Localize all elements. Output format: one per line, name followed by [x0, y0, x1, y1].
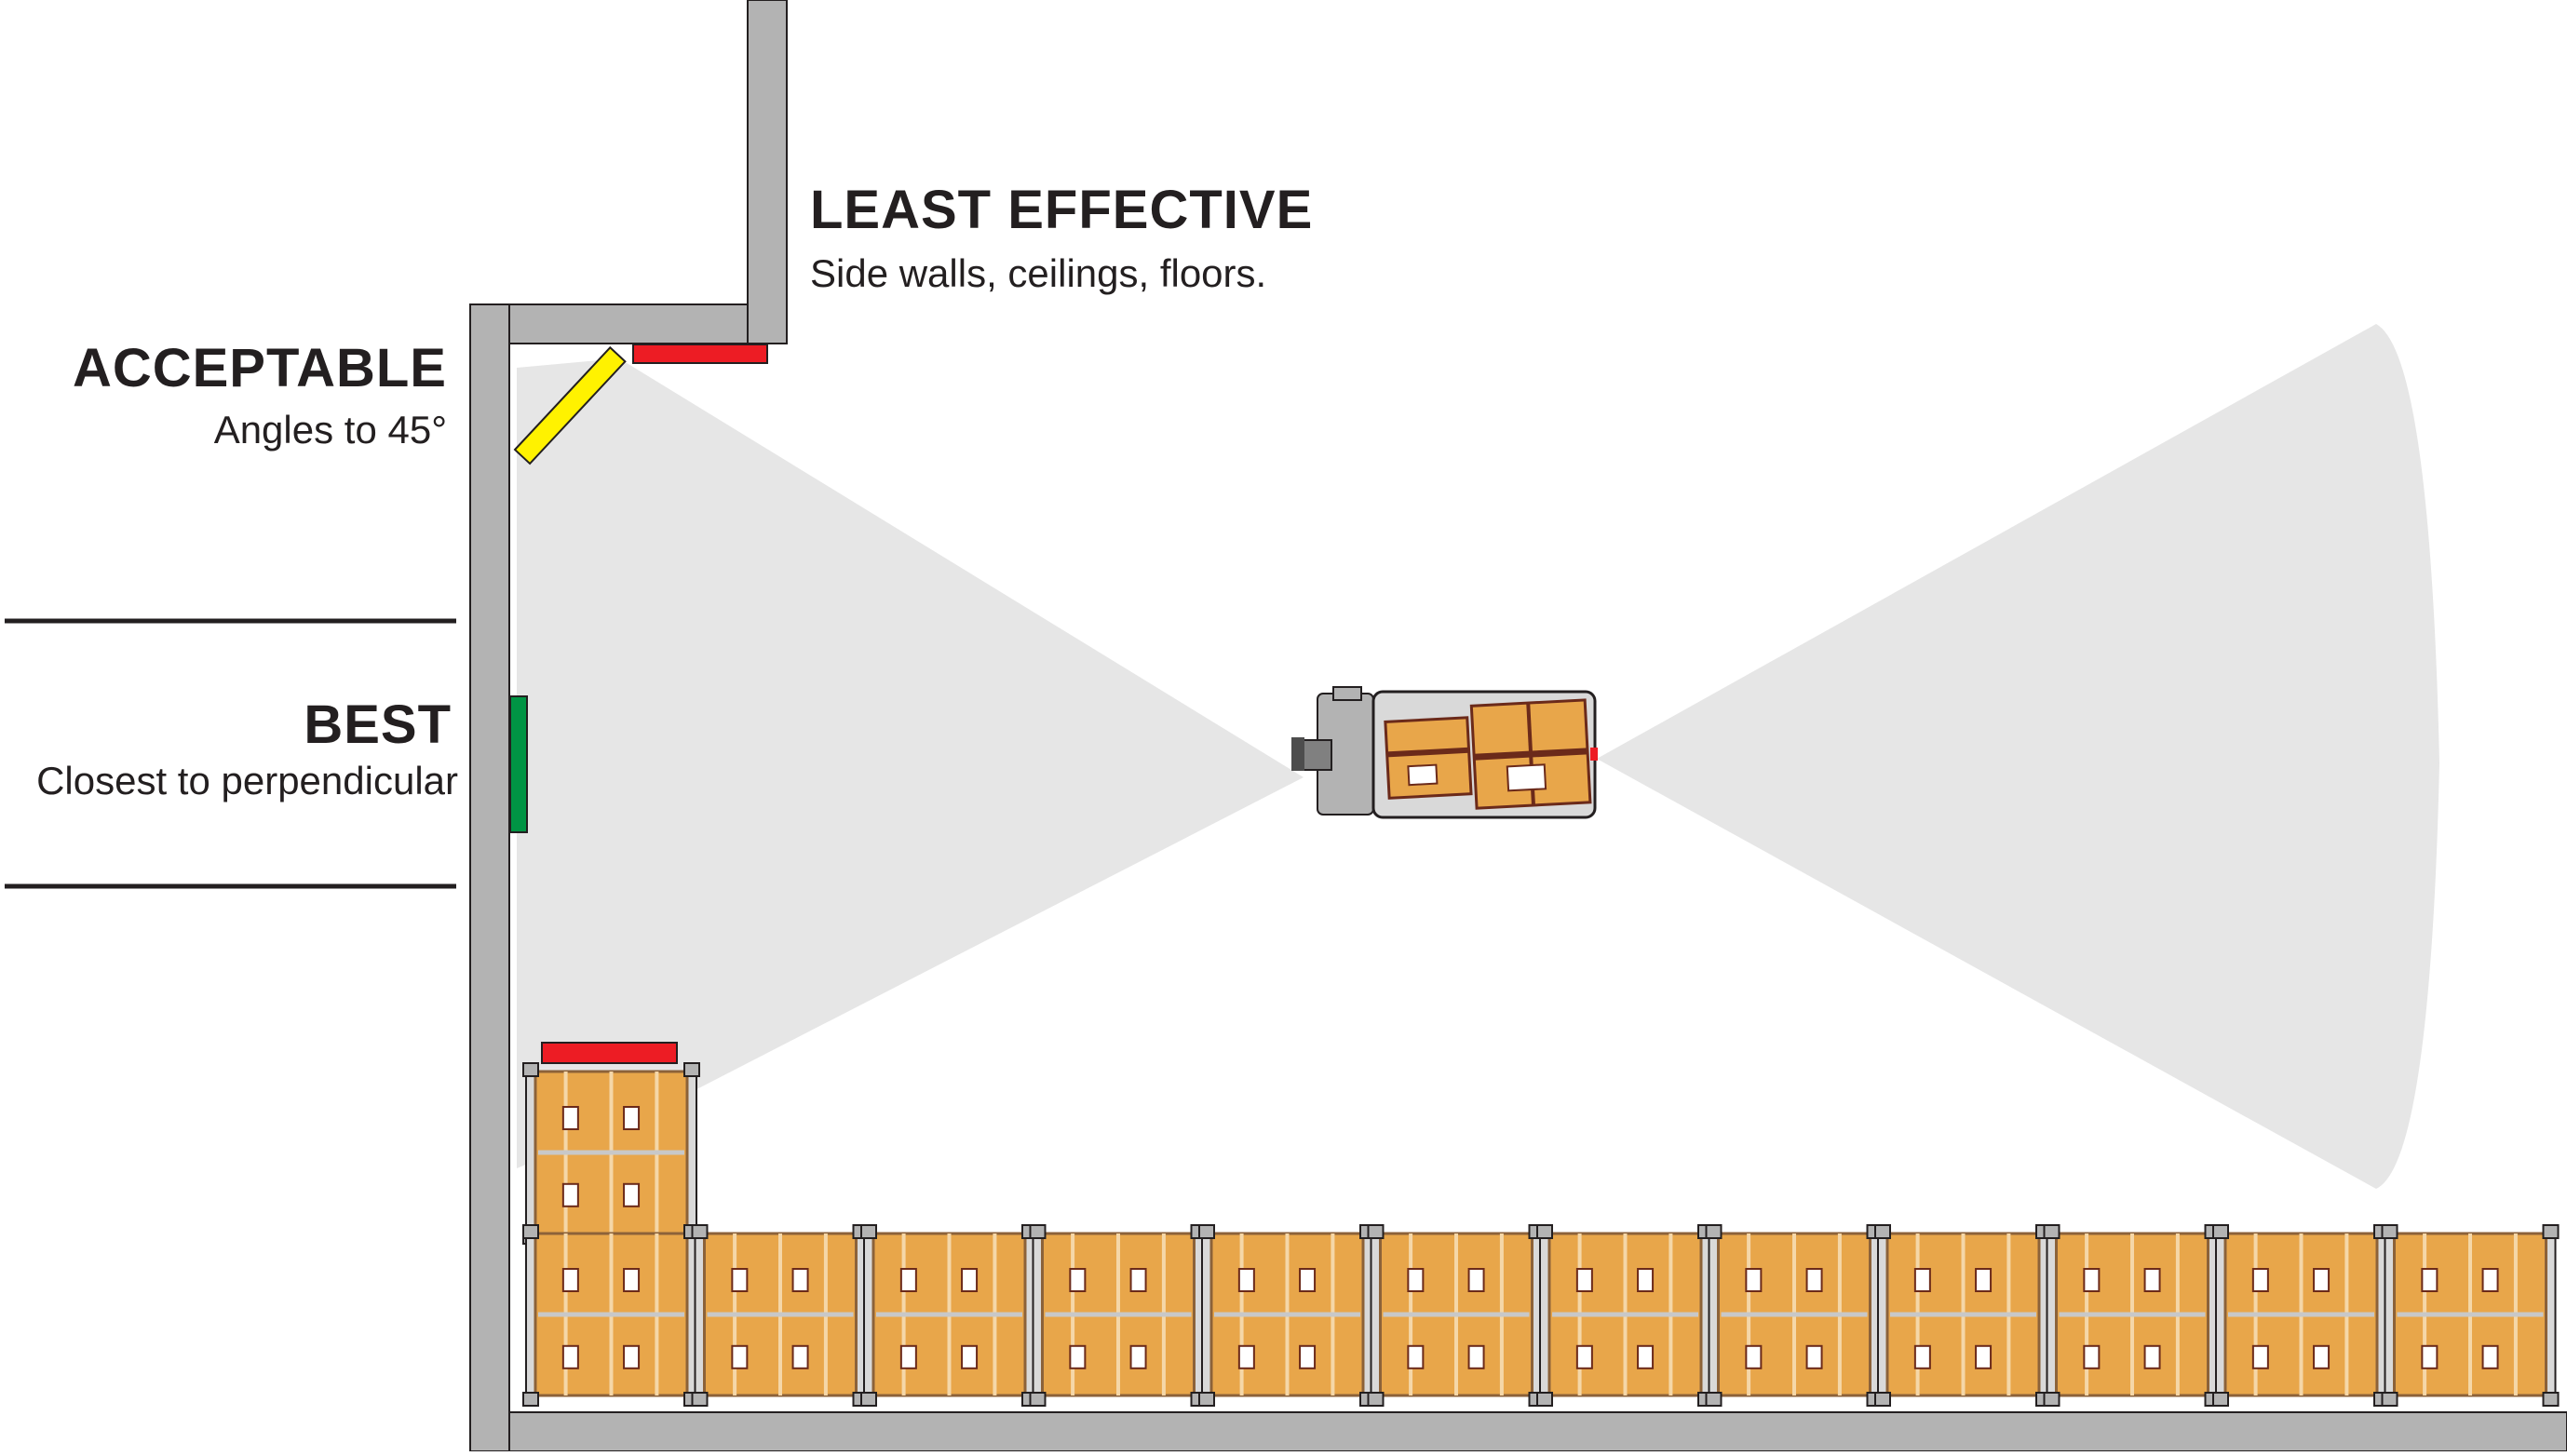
- reflector-acceptable-angled: [513, 345, 627, 465]
- left-beam-cone: [517, 358, 1304, 1168]
- rack-bottom: [1705, 1224, 1884, 1407]
- acceptable-title: ACCEPTABLE: [72, 338, 447, 398]
- best-desc: Closest to perpendicular: [36, 759, 458, 802]
- rack-bottom: [1029, 1224, 1208, 1407]
- ceiling-wall: [508, 303, 788, 344]
- rack-bottom: [860, 1224, 1038, 1407]
- least-effective-desc: Side walls, ceilings, floors.: [810, 251, 1267, 295]
- right-beam-cone: [1597, 324, 2439, 1189]
- acceptable-desc: Angles to 45°: [213, 408, 447, 452]
- pallet-racks: [522, 1062, 2560, 1407]
- rack-bottom: [1198, 1224, 1376, 1407]
- rack-bottom: [691, 1224, 870, 1407]
- forklift-vehicle: [1291, 686, 1598, 819]
- rack-bottom: [2043, 1224, 2222, 1407]
- floor: [508, 1411, 2567, 1452]
- reflector-best-perpendicular: [509, 695, 528, 833]
- rack-bottom: [1874, 1224, 2052, 1407]
- upper-wall: [747, 0, 788, 344]
- reflector-least-effective-shelf: [541, 1042, 678, 1064]
- rack-bottom: [522, 1224, 700, 1407]
- rack-bottom: [1367, 1224, 1546, 1407]
- reflector-least-effective-ceiling: [632, 344, 768, 364]
- rack-upper: [522, 1062, 700, 1245]
- rack-bottom: [2212, 1224, 2390, 1407]
- best-title: BEST: [304, 694, 452, 755]
- left-wall: [469, 303, 510, 1452]
- rack-bottom: [1536, 1224, 1714, 1407]
- least-effective-title: LEAST EFFECTIVE: [810, 180, 1314, 240]
- rack-bottom: [2381, 1224, 2560, 1407]
